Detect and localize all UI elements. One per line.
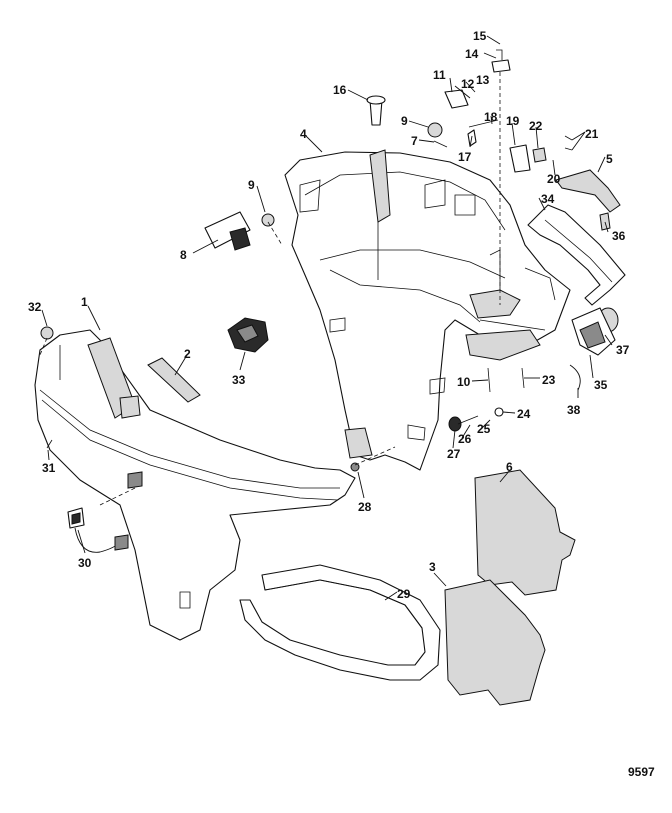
callout-20: 20 — [547, 172, 561, 186]
callout-16: 16 — [333, 83, 347, 97]
part-5-strip — [555, 169, 621, 213]
callout-6: 6 — [506, 460, 513, 474]
part-30-switch — [67, 507, 129, 553]
callout-13: 13 — [476, 73, 490, 87]
part-3-panel — [444, 579, 546, 706]
callout-22: 22 — [529, 119, 543, 133]
callout-35: 35 — [594, 378, 608, 392]
part-34-trim — [527, 204, 626, 306]
figure-number: 9597 — [628, 765, 655, 779]
callout-30: 30 — [78, 556, 92, 570]
leader-lines — [41, 35, 613, 601]
callouts: 15 14 11 12 13 16 9 18 19 22 21 4 7 17 2… — [28, 29, 630, 601]
callout-23: 23 — [542, 373, 556, 387]
part-33-grip — [227, 317, 269, 353]
callout-26: 26 — [458, 432, 472, 446]
callout-5: 5 — [606, 152, 613, 166]
callout-9-left: 9 — [248, 178, 255, 192]
callout-11: 11 — [433, 68, 446, 82]
callout-1: 1 — [81, 295, 88, 309]
part-2-strip — [147, 357, 201, 403]
callout-12: 12 — [461, 77, 475, 91]
callout-38: 38 — [567, 403, 581, 417]
callout-31: 31 — [42, 461, 56, 475]
callout-33: 33 — [232, 373, 246, 387]
part-8-latch — [204, 211, 251, 251]
callout-14: 14 — [465, 47, 479, 61]
callout-27: 27 — [447, 447, 461, 461]
callout-10: 10 — [457, 375, 471, 389]
callout-34: 34 — [541, 192, 555, 206]
callout-2: 2 — [184, 347, 191, 361]
part-4-upper-cowl — [284, 149, 571, 471]
callout-29: 29 — [397, 587, 411, 601]
callout-19: 19 — [506, 114, 520, 128]
callout-3: 3 — [429, 560, 436, 574]
callout-25: 25 — [477, 422, 491, 436]
callout-21: 21 — [585, 127, 599, 141]
callout-32: 32 — [28, 300, 42, 314]
callout-37: 37 — [616, 343, 630, 357]
callout-28: 28 — [358, 500, 372, 514]
callout-8: 8 — [180, 248, 187, 262]
callout-9-top: 9 — [401, 114, 408, 128]
callout-36: 36 — [612, 229, 626, 243]
part-1-lower-cowl — [34, 329, 356, 641]
callout-15: 15 — [473, 29, 487, 43]
part-37-grommet — [571, 307, 619, 356]
callout-7: 7 — [411, 134, 418, 148]
callout-24: 24 — [517, 407, 531, 421]
callout-18: 18 — [484, 110, 498, 124]
callout-4: 4 — [300, 127, 307, 141]
part-29-seal — [239, 564, 441, 681]
part-38-clip — [569, 364, 581, 391]
assembly-lines — [39, 72, 501, 506]
part-6-panel — [474, 469, 576, 596]
callout-17: 17 — [458, 150, 472, 164]
